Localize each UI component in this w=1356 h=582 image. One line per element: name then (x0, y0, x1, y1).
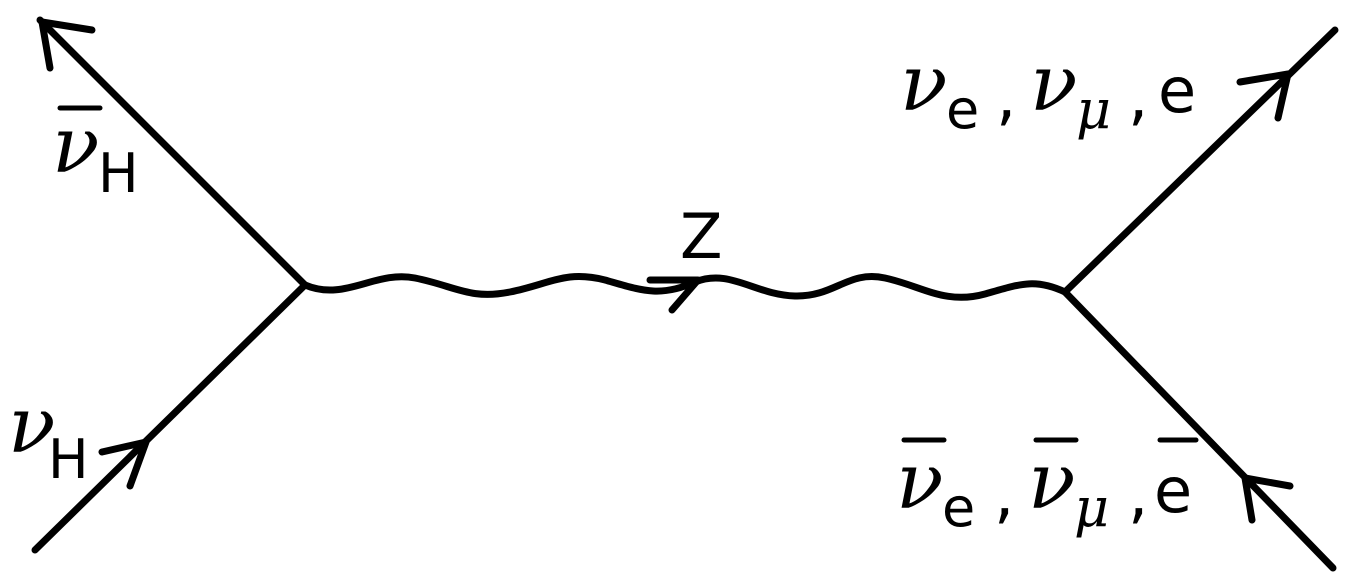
neutrino-h-subscript: H (48, 428, 89, 491)
out-top-nu-mu-symbol: ν (1030, 39, 1077, 129)
neutrino-h-symbol: ν (8, 381, 55, 471)
out-bottom-nu-e-symbol: ν (896, 437, 943, 527)
out-top-separator-2: , (1128, 60, 1148, 134)
antineutrino-h-arrow (38, 18, 96, 72)
out-bottom-nu-e-subscript: e (942, 476, 975, 539)
out-top-nu-mu-subscript: μ (1076, 78, 1111, 141)
out-bottom-nu-mu-subscript: μ (1074, 476, 1109, 539)
antineutrino-h-symbol: ν (52, 101, 99, 191)
out-top-nu-e-subscript: e (946, 78, 979, 141)
antineutrino-h-subscript: H (98, 142, 139, 205)
out-bottom-separator-1: , (994, 458, 1014, 532)
outgoing-fermion-arrow (1236, 70, 1292, 122)
z-boson-label: Z (680, 200, 722, 273)
outgoing-antifermion-line (1061, 288, 1337, 572)
out-bottom-separator-2: , (1128, 458, 1148, 532)
outgoing-fermion-label: ν e , ν μ , e (900, 39, 1196, 141)
outgoing-fermion-line (1061, 26, 1339, 296)
neutrino-h-label: ν H (8, 381, 89, 491)
outgoing-antifermion-arrow (1241, 474, 1294, 524)
outgoing-antifermion-label: ν e , ν μ , e (896, 437, 1199, 539)
out-top-electron: e (1158, 54, 1196, 127)
antineutrino-h-label: ν H (52, 101, 139, 205)
out-bottom-positron: e (1154, 454, 1192, 527)
antineutrino-h-line (36, 16, 309, 289)
neutrino-h-line (31, 281, 309, 554)
out-top-nu-e-symbol: ν (900, 39, 947, 129)
out-top-separator-1: , (996, 60, 1016, 134)
out-bottom-nu-mu-symbol: ν (1028, 437, 1075, 527)
neutrino-h-arrow (98, 438, 150, 490)
z-boson-arrow (646, 276, 702, 314)
